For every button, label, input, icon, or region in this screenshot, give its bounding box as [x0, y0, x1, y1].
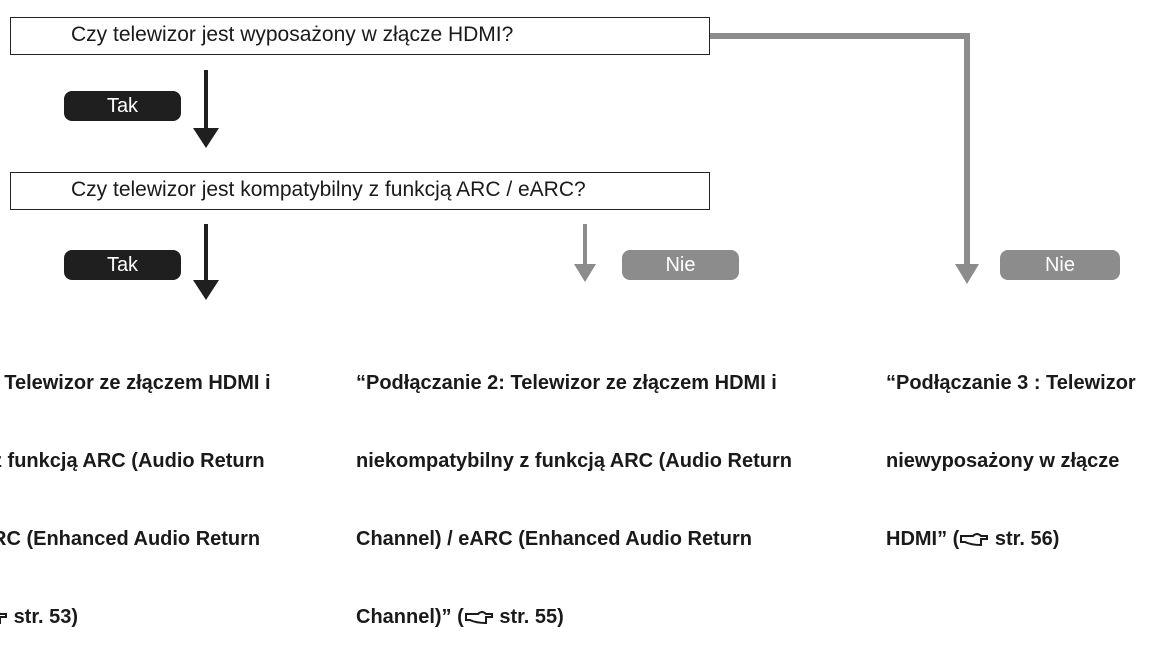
answer-no-label: Nie: [622, 250, 739, 280]
answer-yes-label: Tak: [64, 250, 181, 280]
yes-arrow-2: [193, 224, 219, 300]
result-line: niewyposażony w złącze: [886, 450, 1120, 472]
reference-page: str. 56): [994, 528, 1060, 550]
question-hdmi: Czy telewizor jest wyposażony w złącze H…: [10, 17, 710, 55]
pointing-hand-icon: [959, 526, 989, 552]
result-line: niekompatybilny z funkcją ARC (Audio Ret…: [356, 450, 792, 472]
result-line: “Podłączanie 2: Telewizor ze złączem HDM…: [356, 372, 777, 394]
result-line: : Telewizor ze złączem HDMI i: [0, 372, 271, 394]
result-line: RC (Enhanced Audio Return: [0, 528, 261, 550]
flow-connectors: [193, 33, 979, 300]
result-reference: HDMI” ( str. 56): [886, 526, 1158, 552]
no-arrow-2: [710, 33, 979, 284]
pointing-hand-icon: [464, 604, 494, 630]
result-line: z funkcją ARC (Audio Return: [0, 450, 265, 472]
question-arc: Czy telewizor jest kompatybilny z funkcj…: [10, 172, 710, 210]
reference-prefix: HDMI” (: [886, 528, 960, 550]
question-hdmi-text: Czy telewizor jest wyposażony w złącze H…: [71, 23, 514, 46]
result-connection-2[interactable]: “Podłączanie 2: Telewizor ze złączem HDM…: [356, 318, 826, 656]
reference-page: str. 55): [499, 606, 564, 628]
result-connection-3[interactable]: “Podłączanie 3 : Telewizor niewyposażony…: [886, 318, 1158, 578]
result-line: “Podłączanie 3 : Telewizor: [886, 372, 1136, 394]
yes-arrow-1: [193, 70, 219, 148]
answer-no-label: Nie: [1000, 250, 1120, 280]
answer-yes-label: Tak: [64, 91, 181, 121]
pointing-hand-icon: [0, 604, 8, 630]
result-reference: Channel)” ( str. 55): [356, 604, 826, 630]
question-arc-text: Czy telewizor jest kompatybilny z funkcj…: [71, 178, 586, 201]
no-arrow-1: [574, 224, 596, 282]
reference-prefix: Channel)” (: [356, 606, 464, 628]
result-line: Channel) / eARC (Enhanced Audio Return: [356, 528, 752, 550]
reference-page: str. 53): [13, 606, 79, 628]
result-connection-1[interactable]: : Telewizor ze złączem HDMI i z funkcją …: [0, 318, 322, 656]
result-reference: str. 53): [0, 604, 322, 630]
